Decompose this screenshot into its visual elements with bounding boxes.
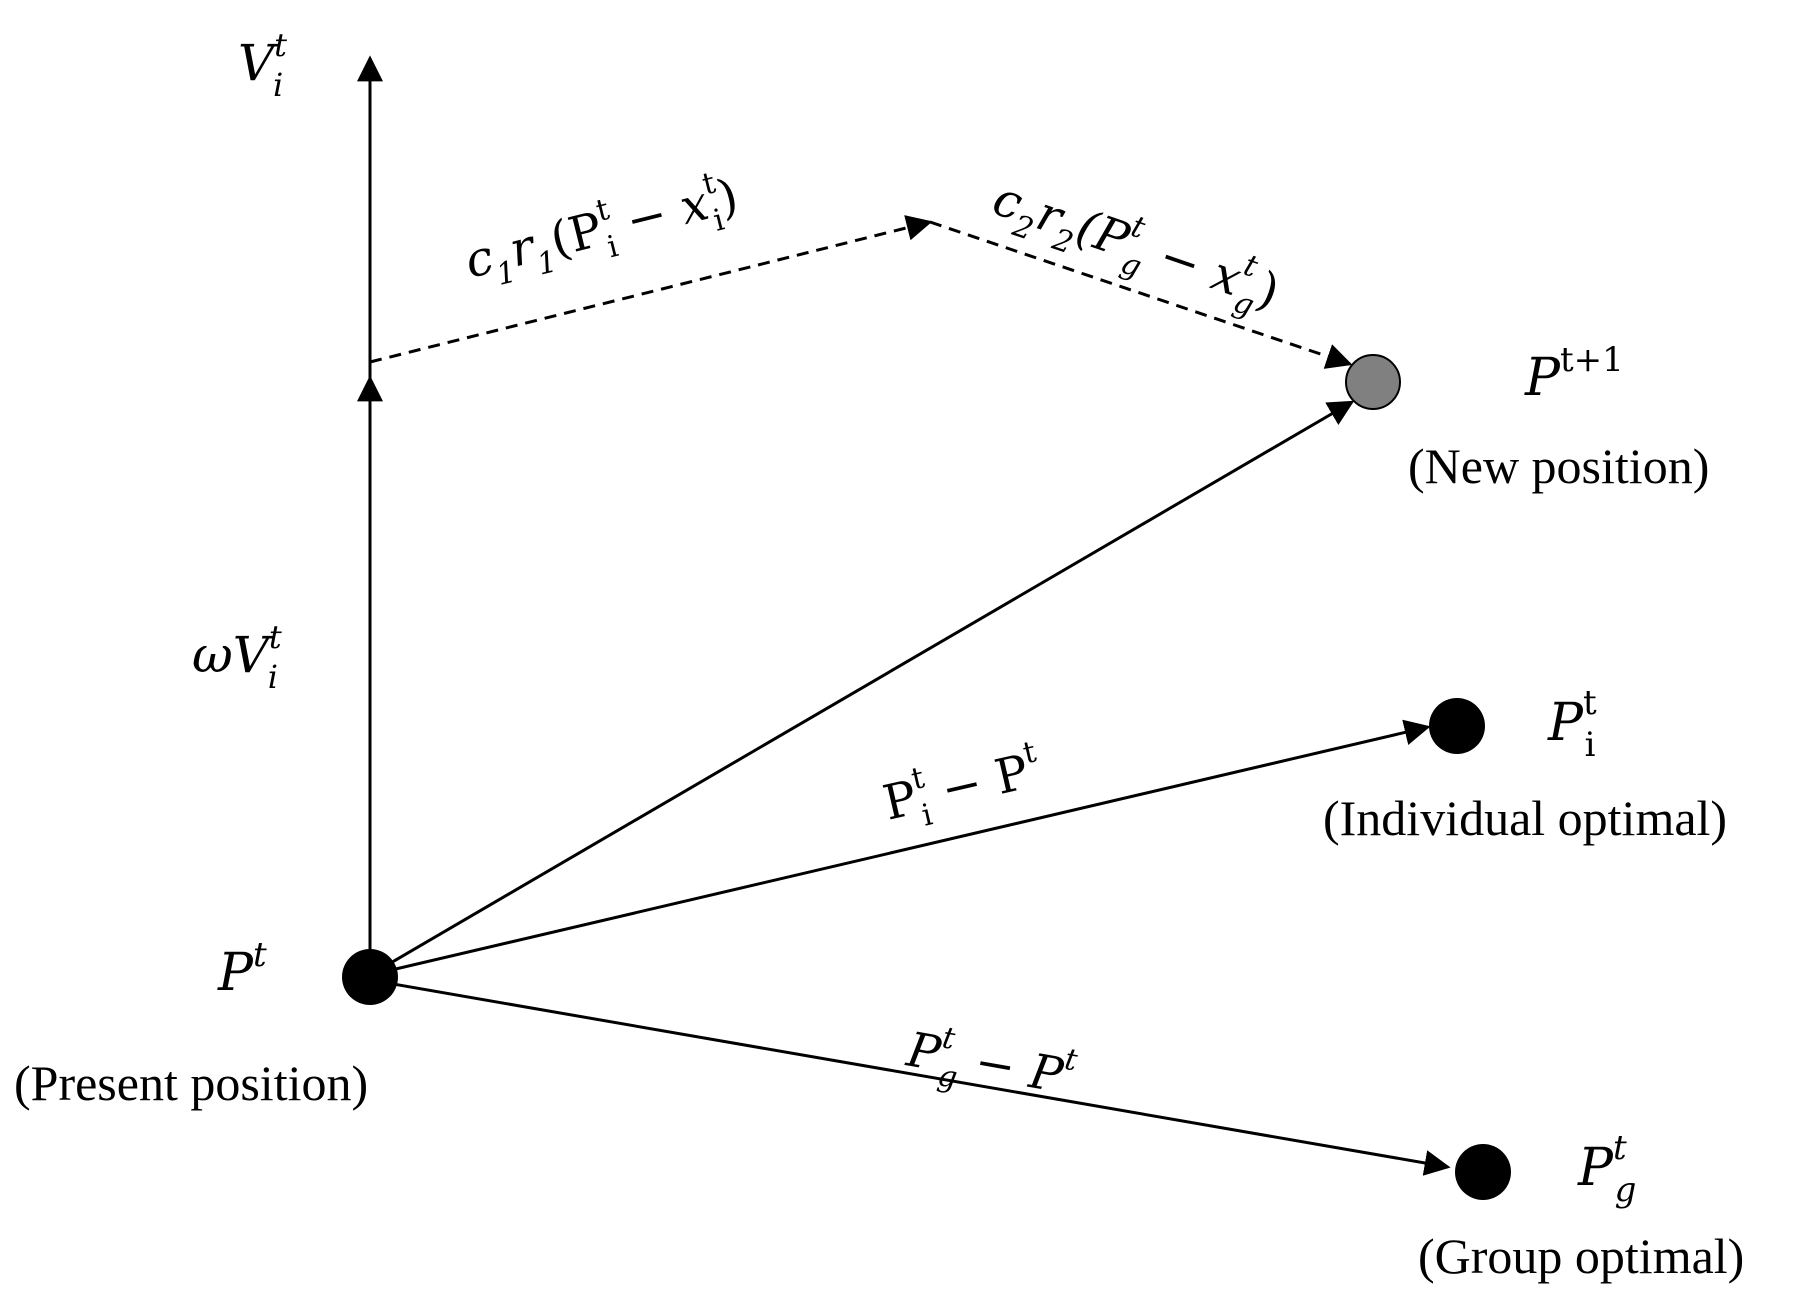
individual-difference-label: Pti − Pt (877, 735, 1048, 842)
present-position-label: Pt (217, 935, 267, 1003)
group-optimal-point (1455, 1144, 1511, 1200)
social-component-arrow (929, 220, 1353, 369)
group-optimal-vector (369, 978, 1451, 1176)
social-term-label: c2r2(Ptg − xtg) (983, 164, 1289, 330)
individual-optimal-point (1429, 698, 1485, 754)
new-position-vector (369, 400, 1355, 977)
group-difference-label: Ptg − Pt (900, 1015, 1081, 1117)
present-position-caption: (Present position) (14, 1055, 368, 1111)
individual-optimal-caption: (Individual optimal) (1323, 790, 1727, 846)
individual-optimal-vector (369, 719, 1431, 977)
new-position-point (1345, 354, 1401, 410)
group-optimal-caption: (Group optimal) (1418, 1228, 1744, 1284)
cognitive-component-arrow (369, 215, 933, 364)
new-position-caption: (New position) (1408, 438, 1709, 494)
cognitive-term-label: c1r1(Pti − xti) (458, 161, 746, 299)
new-position-label: Pt+1 (1524, 340, 1624, 408)
present-position-point (342, 949, 398, 1005)
